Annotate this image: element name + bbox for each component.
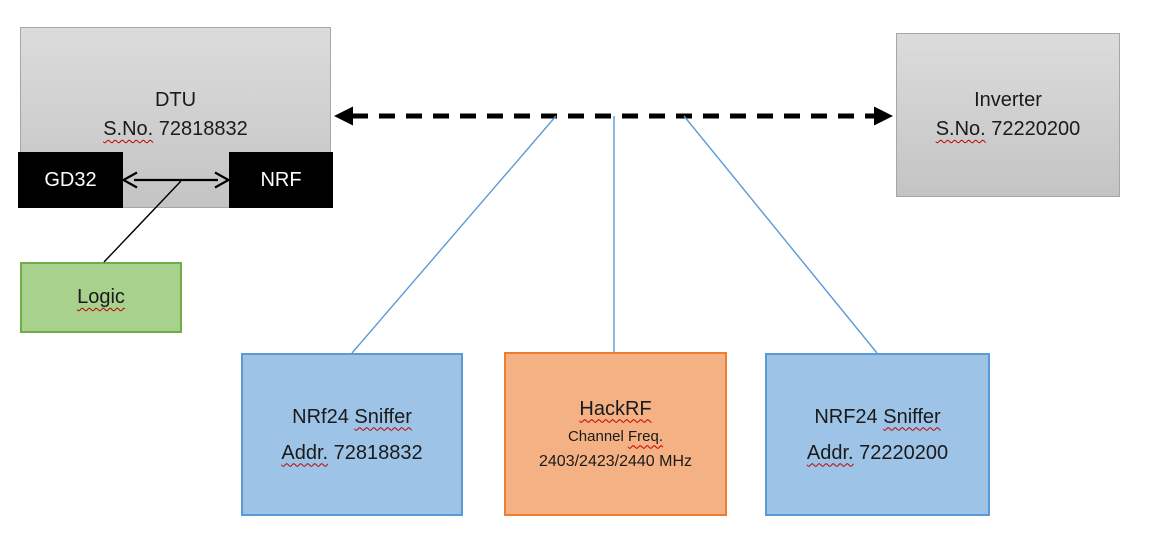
- dtu-serial: S.No. 72818832: [103, 115, 248, 144]
- connector-sniffer-right-line: [683, 115, 878, 354]
- gd32-label: GD32: [44, 168, 97, 191]
- nrf24-sniffer-left-box: NRf24 Sniffer Addr. 72818832: [241, 353, 463, 516]
- logic-box: Logic: [20, 262, 182, 333]
- sniffer-right-device: Sniffer: [883, 405, 941, 428]
- sniffer-left-device: Sniffer: [354, 405, 412, 428]
- inverter-serial-number: 72220200: [991, 118, 1081, 140]
- hackrf-frequencies: 2403/2423/2440 MHz: [539, 449, 692, 475]
- sniffer-right-title: NRF24 Sniffer: [814, 399, 940, 435]
- hackrf-freq-word: Freq.: [628, 427, 664, 445]
- hackrf-box: HackRF Channel Freq. 2403/2423/2440 MHz: [504, 352, 727, 516]
- inverter-box: Inverter S.No. 72220200: [896, 33, 1120, 197]
- arrowhead-right-icon: [874, 106, 893, 126]
- sniffer-left-addr-label: Addr.: [281, 441, 329, 464]
- logic-label: Logic: [77, 286, 125, 308]
- hackrf-channel-word: Channel: [567, 427, 624, 445]
- nrf-label: NRF: [260, 168, 302, 191]
- sniffer-right-addr-label: Addr.: [806, 441, 854, 464]
- nrf24-sniffer-right-box: NRF24 Sniffer Addr. 72220200: [765, 353, 990, 516]
- hackrf-title: HackRF: [579, 394, 651, 424]
- sniffer-right-addr: Addr. 72220200: [807, 435, 948, 471]
- arrowhead-left-icon: [334, 106, 353, 126]
- sniffer-left-title: NRf24 Sniffer: [292, 399, 412, 435]
- sniffer-right-brand: NRF24: [814, 405, 878, 428]
- dtu-box: DTU S.No. 72818832: [20, 27, 331, 208]
- sniffer-left-brand: NRf24: [292, 405, 349, 428]
- inverter-serial: S.No. 72220200: [936, 115, 1081, 144]
- inverter-serial-label: S.No.: [935, 118, 986, 140]
- connector-sniffer-left-line: [351, 115, 557, 354]
- gd32-box: GD32: [18, 152, 123, 208]
- nrf-box: NRF: [229, 152, 333, 208]
- dtu-name-text: DTU: [154, 89, 197, 111]
- sniffer-left-addr-number: 72818832: [333, 441, 423, 464]
- dtu-serial-number: 72818832: [158, 118, 248, 140]
- inverter-name-text: Inverter: [974, 89, 1042, 111]
- hackrf-frequencies-text: 2403/2423/2440 MHz: [539, 452, 692, 470]
- inverter-title: Inverter: [974, 86, 1042, 115]
- sniffer-right-addr-number: 72220200: [859, 441, 949, 464]
- hackrf-channel-line: Channel Freq.: [568, 424, 663, 449]
- sniffer-left-addr: Addr. 72818832: [281, 435, 422, 471]
- dtu-title: DTU: [155, 86, 196, 115]
- hackrf-name-text: HackRF: [579, 397, 652, 420]
- dtu-serial-label: S.No.: [103, 118, 154, 140]
